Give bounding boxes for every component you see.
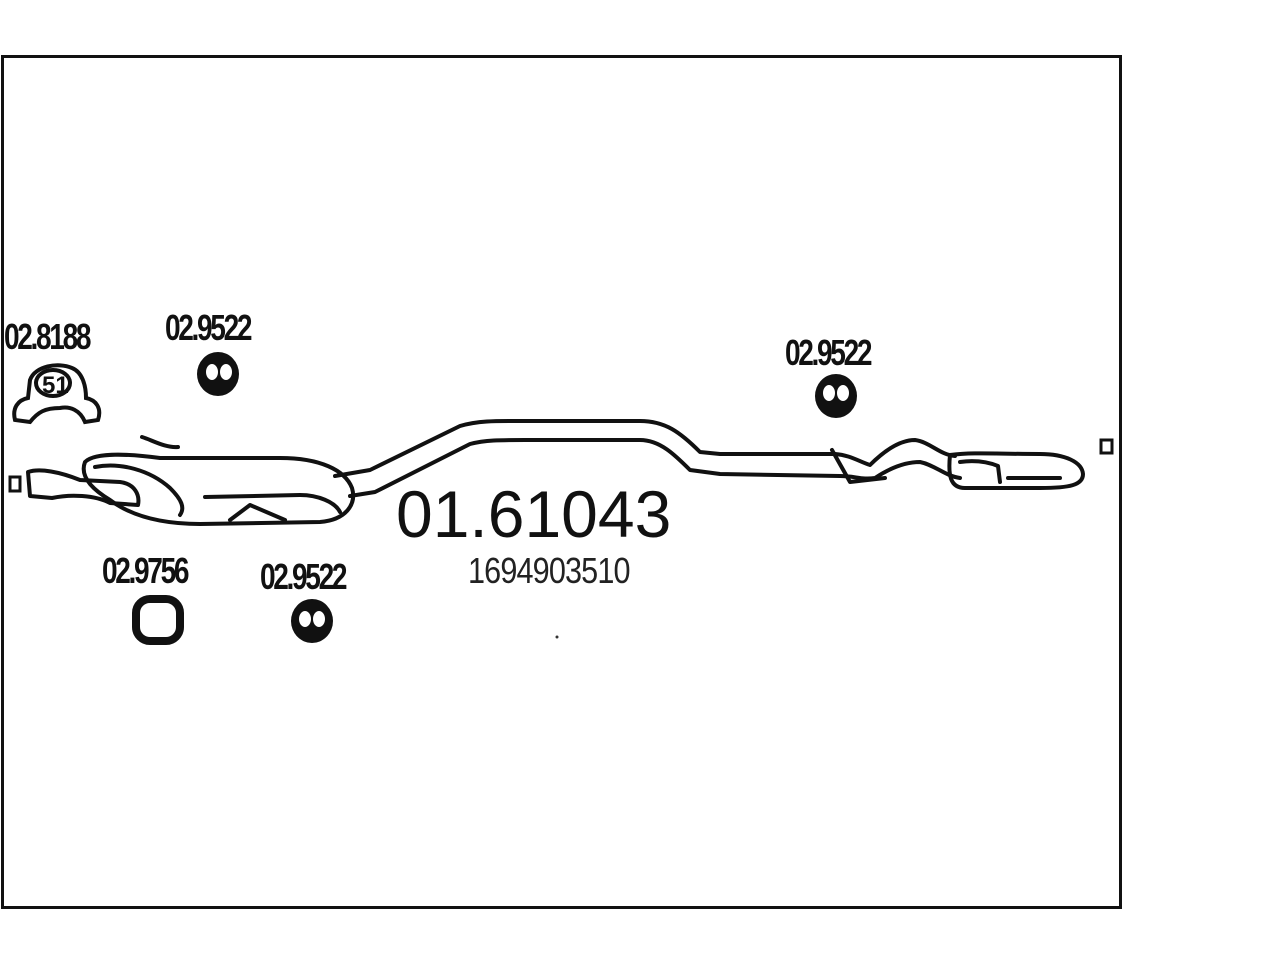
hanger-part-number-left-bottom: 02.9522: [260, 556, 347, 597]
ring-part-number: 02.9756: [102, 550, 189, 591]
speck: [555, 635, 559, 639]
sealing-ring-icon: [132, 595, 184, 645]
rubber-hanger-icon-right: [815, 374, 857, 418]
rubber-hanger-icon-left-top: [197, 352, 239, 396]
main-part-number: 01.61043: [396, 477, 672, 551]
exhaust-pipe-assembly: [26, 418, 1085, 526]
diagram-frame: [1, 55, 1122, 909]
hanger-part-number-right: 02.9522: [785, 332, 872, 373]
clamp-icon: [12, 363, 102, 425]
hanger-part-number-left-top: 02.9522: [165, 307, 252, 348]
right-edge-marker: [1099, 438, 1114, 455]
oem-part-number: 1694903510: [468, 550, 631, 591]
rubber-hanger-icon-left-bottom: [291, 599, 333, 643]
clamp-part-number: 02.8188: [4, 316, 91, 357]
clamp-size-label: 51: [42, 372, 69, 399]
left-edge-marker: [8, 475, 22, 493]
